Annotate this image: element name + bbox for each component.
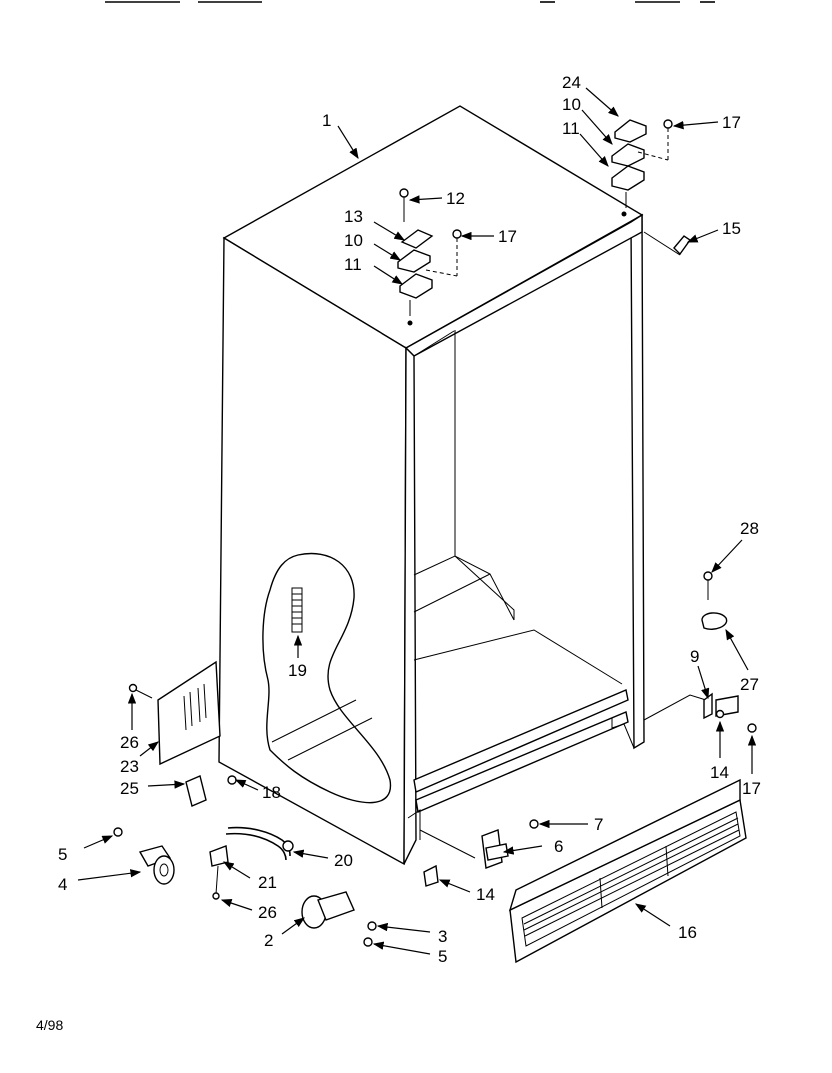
callout-16: 16 (678, 923, 697, 942)
callout-27: 27 (740, 675, 759, 694)
callout-15: 15 (722, 219, 741, 238)
bracket-25 (185, 775, 237, 807)
bracket-6 (481, 819, 539, 869)
callout-24: 24 (562, 73, 581, 92)
top-right-hinge-stack (611, 119, 673, 208)
callout-2: 2 (264, 931, 273, 950)
cabinet (218, 105, 707, 866)
callout-10-left: 10 (344, 231, 363, 250)
revision-date: 4/98 (36, 1017, 63, 1033)
callout-17-right: 17 (742, 779, 761, 798)
callout-9: 9 (690, 647, 699, 666)
caster-2 (301, 891, 377, 947)
callout-labels: 1 12 13 10 11 17 24 10 11 17 15 28 27 9 … (58, 73, 761, 966)
callout-3: 3 (438, 927, 447, 946)
callout-11-right: 11 (562, 119, 580, 138)
callout-18: 18 (262, 783, 281, 802)
callout-17-top-right: 17 (722, 113, 741, 132)
callout-19: 19 (288, 661, 307, 680)
callout-14-right: 14 (710, 763, 729, 782)
right-rear-hardware (701, 571, 757, 733)
callout-4: 4 (58, 875, 67, 894)
callout-26-lower: 26 (258, 903, 277, 922)
callout-5-left: 5 (58, 845, 67, 864)
callout-12: 12 (446, 189, 465, 208)
callout-14-lower: 14 (476, 885, 495, 904)
callout-13: 13 (344, 207, 363, 226)
rear-access-panel (128, 660, 221, 766)
callout-10-right: 10 (562, 95, 581, 114)
callout-6: 6 (554, 837, 563, 856)
callout-28: 28 (740, 519, 759, 538)
callout-23: 23 (120, 757, 139, 776)
callout-20: 20 (334, 851, 353, 870)
clip-15 (673, 235, 691, 256)
tube-20 (209, 826, 294, 900)
callout-17-top-left: 17 (498, 227, 517, 246)
clip-14-lower (423, 864, 439, 887)
callout-7: 7 (594, 815, 603, 834)
caster-4 (113, 827, 175, 885)
callout-1: 1 (322, 111, 331, 130)
callout-26-upper: 26 (120, 733, 139, 752)
leader-lines (77, 87, 757, 955)
callout-25: 25 (120, 779, 139, 798)
top-left-hinge-stack (397, 188, 462, 316)
spring-19 (291, 587, 303, 633)
callout-21: 21 (258, 873, 277, 892)
grille-16 (508, 778, 747, 964)
callout-5-right: 5 (438, 947, 447, 966)
callout-11-left: 11 (344, 255, 362, 274)
